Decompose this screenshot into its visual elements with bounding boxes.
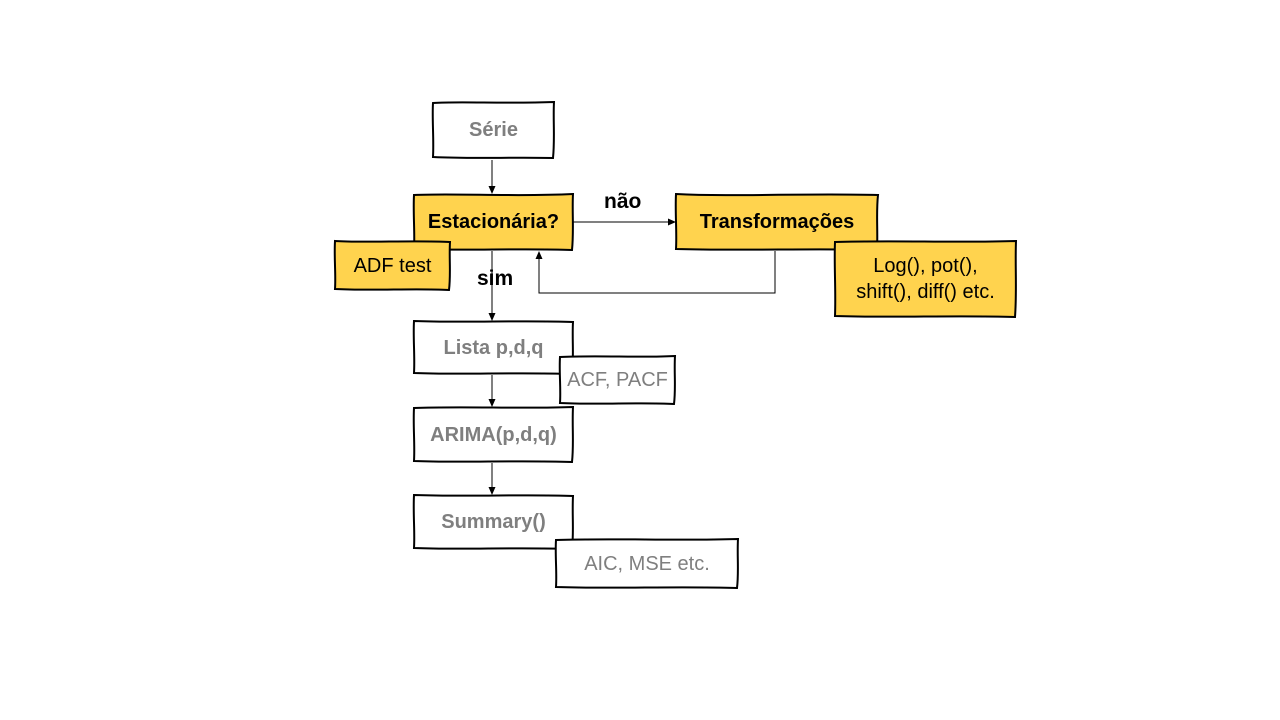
node-serie: Série: [431, 100, 556, 160]
node-summary: Summary(): [412, 493, 575, 551]
node-estacionaria: Estacionária?: [412, 192, 575, 252]
node-acf-pacf: ACF, PACF: [558, 354, 677, 406]
node-adf-test-label: ADF test: [353, 254, 432, 277]
node-acf-pacf-label: ACF, PACF: [567, 369, 668, 391]
node-transform-examples-line1: Log(), pot(),: [873, 255, 978, 277]
node-transform-examples: Log(), pot(), shift(), diff() etc.: [833, 239, 1018, 319]
node-estacionaria-label: Estacionária?: [427, 211, 560, 233]
node-adf-test: ADF test: [333, 239, 452, 292]
node-arima-label: ARIMA(p,d,q): [430, 423, 557, 446]
node-summary-label: Summary(): [441, 511, 546, 533]
node-metrics: AIC, MSE etc.: [554, 537, 740, 590]
node-lista: Lista p,d,q: [412, 319, 575, 376]
edge-label-sim: sim: [477, 267, 514, 290]
node-lista-label: Lista p,d,q: [443, 336, 544, 359]
node-metrics-label: AIC, MSE etc.: [584, 552, 710, 575]
node-arima: ARIMA(p,d,q): [412, 405, 575, 464]
node-transform-examples-line2: shift(), diff() etc.: [856, 281, 995, 303]
arrow-transformacoes-back-to-estacionaria: [535, 251, 776, 294]
edge-label-nao: não: [604, 190, 642, 213]
node-transformacoes-label: Transformações: [699, 211, 855, 233]
node-serie-label: Série: [469, 119, 518, 141]
